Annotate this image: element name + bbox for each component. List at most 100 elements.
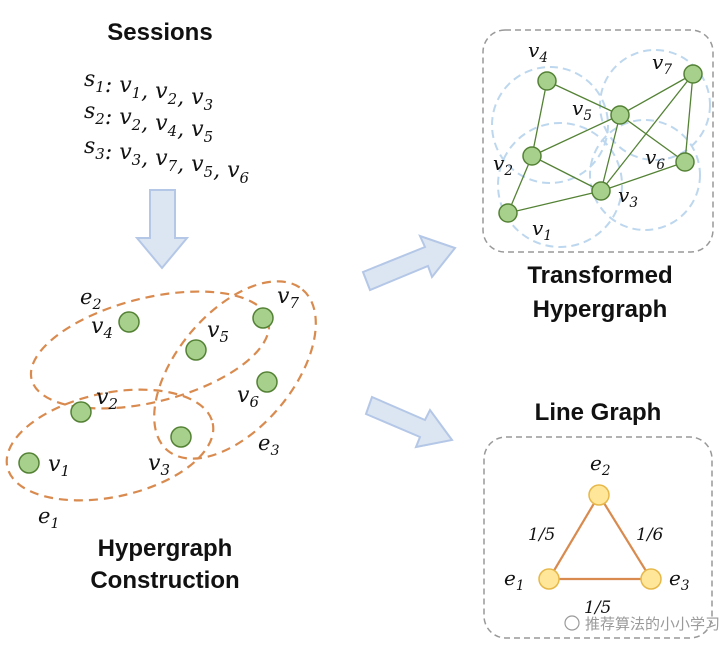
node-v5 — [185, 339, 207, 361]
session-symbol: v — [227, 158, 240, 183]
transformed-dashed-circles — [491, 49, 711, 248]
t-node-v6 — [675, 152, 695, 172]
line-node-e3 — [640, 568, 662, 590]
dashed-circle-1 — [491, 66, 609, 184]
session-symbol: v — [191, 117, 204, 142]
session-symbol: s — [84, 99, 95, 124]
session-separator: , — [141, 79, 155, 104]
node-v7 — [252, 307, 274, 329]
session-separator: , — [141, 146, 155, 171]
dashed-circle-4 — [589, 119, 701, 231]
line-graph-weights: 1/5 1/6 1/5 — [528, 525, 664, 618]
node-v3 — [170, 426, 192, 448]
session-subscript: 4 — [167, 122, 178, 140]
session-subscript: 7 — [168, 157, 178, 175]
dashed-circle-2 — [497, 122, 623, 248]
t-node-v4 — [537, 71, 557, 91]
hyperedge-e1 — [5, 388, 215, 502]
session-line-2: s2: v2, v4, v5 — [84, 99, 213, 146]
line-label-e1: e1 — [504, 566, 525, 594]
arrow-to-transformed-icon — [361, 234, 457, 292]
node-v4 — [118, 311, 140, 333]
session-separator: : — [105, 73, 119, 98]
t-label-v1: v1 — [532, 216, 552, 244]
sessions-title: Sessions — [107, 19, 212, 46]
edge-e1-e2 — [548, 494, 600, 580]
node-v1 — [18, 452, 40, 474]
t-label-v4: v4 — [528, 38, 548, 66]
watermark-text: 推荐算法的小小学习者 — [585, 615, 720, 633]
session-subscript: 2 — [131, 116, 142, 134]
line-graph-panel — [483, 436, 713, 639]
label-v3: v3 — [148, 451, 170, 479]
session-symbol: v — [119, 140, 132, 165]
transformed-nodes — [498, 64, 703, 223]
line-label-e2: e2 — [590, 451, 611, 479]
hypergraph-node-labels: v1 v2 v3 v4 v5 v6 v7 — [48, 284, 299, 480]
session-separator: , — [177, 152, 191, 177]
label-v7: v7 — [277, 284, 299, 312]
watermark-logo-icon — [564, 615, 580, 631]
weight-e1-e3: 1/5 — [584, 598, 611, 618]
t-node-v3 — [591, 181, 611, 201]
session-subscript: 1 — [95, 78, 105, 96]
line-graph-title: Line Graph — [535, 399, 662, 426]
line-graph-node-labels: e1 e2 e3 — [504, 451, 690, 594]
hyperedges — [5, 280, 317, 502]
weight-e1-e2: 1/5 — [528, 525, 555, 545]
session-separator: : — [105, 140, 119, 165]
label-e1: e1 — [38, 504, 60, 532]
session-subscript: 5 — [204, 163, 214, 181]
label-v2: v2 — [96, 385, 118, 413]
session-subscript: 3 — [132, 151, 142, 169]
session-subscript: 6 — [240, 169, 250, 187]
line-node-e1 — [538, 568, 560, 590]
label-v6: v6 — [237, 383, 259, 411]
hypergraph-nodes — [18, 307, 278, 474]
transformed-caption-line2: Hypergraph — [533, 296, 668, 323]
session-line-3: s3: v3, v7, v5, v6 — [84, 134, 250, 187]
session-symbol: v — [119, 73, 132, 98]
line-label-e3: e3 — [669, 566, 690, 594]
hypergraph-caption-line2: Construction — [90, 567, 239, 594]
session-separator: : — [105, 105, 119, 130]
t-label-v7: v7 — [652, 50, 672, 78]
label-v4: v4 — [91, 314, 113, 342]
t-node-v2 — [522, 146, 542, 166]
session-symbol: s — [84, 67, 95, 92]
transformed-node-labels: v1 v2 v3 v4 v5 v6 v7 — [493, 38, 672, 244]
session-symbol: v — [155, 79, 168, 104]
hyperedge-labels: e1 e2 e3 — [38, 285, 280, 532]
t-label-v5: v5 — [572, 96, 592, 124]
session-separator: , — [177, 117, 191, 142]
session-subscript: 2 — [167, 90, 178, 108]
session-subscript: 1 — [132, 84, 142, 102]
t-label-v3: v3 — [618, 183, 638, 211]
transformed-caption-line1: Transformed — [527, 262, 672, 289]
line-graph-edges — [548, 494, 652, 581]
arrow-to-line-graph-icon — [364, 395, 454, 449]
session-symbol: v — [155, 146, 168, 171]
hypergraph-caption-line1: Hypergraph — [98, 535, 233, 562]
line-graph-nodes — [538, 484, 662, 590]
transformed-panel — [482, 29, 714, 253]
session-separator: , — [213, 158, 227, 183]
session-line-1: s1: v1, v2, v3 — [84, 67, 213, 114]
session-symbol: v — [155, 111, 168, 136]
watermark: 推荐算法的小小学习者 — [564, 615, 720, 633]
edge-e2-e3 — [598, 494, 652, 580]
session-symbol: v — [191, 152, 204, 177]
session-subscript: 2 — [94, 110, 105, 128]
transformed-edges — [507, 73, 694, 214]
session-subscript: 5 — [204, 128, 214, 146]
t-node-v1 — [498, 203, 518, 223]
session-subscript: 3 — [204, 96, 214, 114]
node-v2 — [70, 401, 92, 423]
session-separator: , — [141, 111, 155, 136]
label-e2: e2 — [80, 285, 102, 313]
session-symbol: v — [191, 85, 204, 110]
label-e3: e3 — [258, 431, 280, 459]
t-node-v5 — [610, 105, 630, 125]
